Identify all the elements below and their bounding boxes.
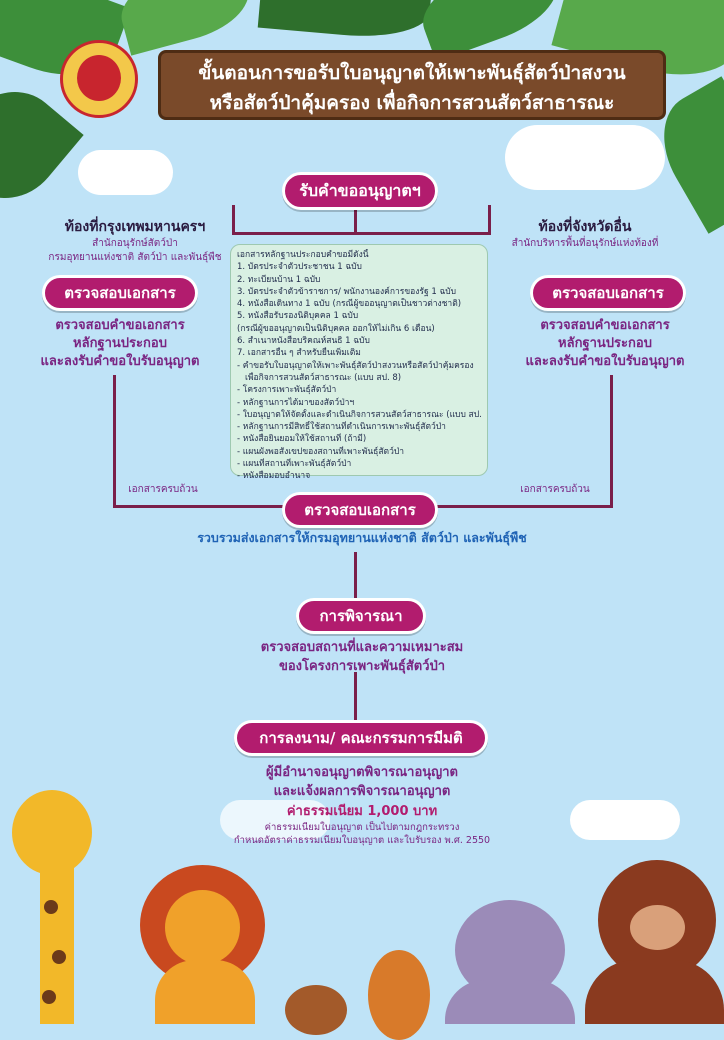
doc-line: - คำขอรับใบอนุญาตให้เพาะพันธุ์สัตว์ป่าสง… (237, 360, 474, 371)
required-documents-box: เอกสารหลักฐานประกอบคำขอมีดังนี้ 1. บัตรป… (230, 244, 488, 481)
cloud-decoration (570, 800, 680, 840)
left-check-desc-1: ตรวจสอบคำขอเอกสาร (55, 318, 185, 333)
left-branch-heading: ท้องที่กรุงเทพมหานครฯ (64, 219, 206, 235)
doc-line: - หนังสือมอบอำนาจ (237, 471, 311, 482)
left-branch-office-2: กรมอุทยานแห่งชาติ สัตว์ป่า และพันธุ์พืช (48, 252, 222, 263)
cloud-decoration (78, 150, 173, 195)
right-branch-office-1: สำนักบริหารพื้นที่อนุรักษ์แห่งท้องที่ (511, 238, 659, 249)
step-sign-desc-2: และแจ้งผลการพิจารณาอนุญาต (273, 784, 451, 799)
step-receive-pill: รับคำขออนุญาตฯ (282, 172, 438, 210)
bear-illustration (630, 905, 685, 950)
left-check-pill: ตรวจสอบเอกสาร (42, 275, 198, 311)
hippo-illustration (445, 980, 575, 1024)
lion-illustration (155, 960, 255, 1024)
raccoon-illustration (285, 985, 347, 1035)
doc-line: - โครงการเพาะพันธุ์สัตว์ป่า (237, 385, 337, 396)
connector-line (354, 552, 357, 600)
connector-line (232, 205, 235, 235)
step-consider-desc-1: ตรวจสอบสถานที่และความเหมาะสม (260, 640, 464, 655)
connector-line (610, 375, 613, 508)
connector-line (488, 205, 491, 235)
fee-note-1: ค่าธรรมเนียมใบอนุญาต เป็นไปตามกฎกระทรวง (264, 822, 460, 833)
right-check-desc-2: หลักฐานประกอบ (558, 336, 652, 351)
giraffe-spot (52, 950, 66, 964)
step-check-desc: รวบรวมส่งเอกสารให้กรมอุทยานแห่งชาติ สัตว… (197, 530, 527, 545)
connector-line (232, 232, 490, 235)
left-check-desc-2: หลักฐานประกอบ (73, 336, 167, 351)
fee-note-2: กำหนดอัตราค่าธรรมเนียมใบอนุญาต และใบรับร… (233, 835, 491, 846)
fee-amount: ค่าธรรมเนียม 1,000 บาท (286, 804, 438, 819)
doc-line: (กรณีผู้ขออนุญาตเป็นนิติบุคคล ออกให้ไม่เ… (237, 323, 435, 334)
doc-line: 7. เอกสารอื่น ๆ สำหรับยื่นเพิ่มเติม (237, 348, 361, 359)
bear-illustration (585, 960, 724, 1024)
step-sign-desc-1: ผู้มีอำนาจอนุญาตพิจารณาอนุญาต (266, 765, 458, 780)
giraffe-spot (44, 900, 58, 914)
doc-line: - หนังสือยินยอมให้ใช้สถานที่ (ถ้ามี) (237, 434, 367, 445)
cloud-decoration (505, 125, 665, 190)
doc-line: 5. หนังสือรับรองนิติบุคคล 1 ฉบับ (237, 311, 359, 322)
doc-line: 1. บัตรประจำตัวประชาชน 1 ฉบับ (237, 262, 362, 273)
step-sign-pill: การลงนาม/ คณะกรรมการมีมติ (234, 720, 488, 756)
department-seal-logo (60, 40, 138, 118)
title-line-2: หรือสัตว์ป่าคุ้มครอง เพื่อกิจการสวนสัตว์… (209, 92, 615, 114)
right-check-desc-1: ตรวจสอบคำขอเอกสาร (540, 318, 670, 333)
doc-line: 2. ทะเบียนบ้าน 1 ฉบับ (237, 274, 321, 285)
step-consider-desc-2: ของโครงการเพาะพันธุ์สัตว์ป่า (278, 659, 446, 674)
meerkat-illustration (368, 950, 430, 1040)
doc-line: เอกสารหลักฐานประกอบคำขอมีดังนี้ (237, 250, 369, 260)
title-board: ขั้นตอนการขอรับใบอนุญาตให้เพาะพันธุ์สัตว… (158, 50, 666, 120)
left-branch-office-1: สำนักอนุรักษ์สัตว์ป่า (92, 238, 178, 249)
right-check-desc-3: และลงรับคำขอใบรับอนุญาต (525, 354, 685, 369)
doc-line: 4. หนังสือเดินทาง 1 ฉบับ (กรณีผู้ขออนุญา… (237, 299, 462, 310)
leaf-decoration (257, 0, 433, 43)
connector-line (354, 205, 357, 235)
right-branch-heading: ท้องที่จังหวัดอื่น (538, 219, 632, 235)
doc-line: - แผนที่สถานที่เพาะพันธุ์สัตว์ป่า (237, 459, 352, 470)
left-check-desc-3: และลงรับคำขอใบรับอนุญาต (40, 354, 200, 369)
doc-line: - หลักฐานการได้มาของสัตว์ป่าฯ (237, 397, 355, 408)
doc-line: 6. สำเนาหนังสือบริคณห์สนธิ 1 ฉบับ (237, 336, 370, 347)
connector-line (354, 672, 357, 720)
left-complete-label: เอกสารครบถ้วน (128, 484, 198, 495)
doc-line: เพื่อกิจการสวนสัตว์สาธารณะ (แบบ สป. 8) (245, 372, 402, 383)
right-complete-label: เอกสารครบถ้วน (520, 484, 590, 495)
connector-line (113, 375, 116, 508)
doc-line: - ใบอนุญาตให้จัดตั้งและดำเนินกิจการสวนสั… (237, 409, 481, 420)
leaf-decoration (113, 0, 257, 56)
doc-line: - แผนผังพอสังเขปของสถานที่เพาะพันธุ์สัตว… (237, 446, 405, 457)
step-check-pill: ตรวจสอบเอกสาร (282, 492, 438, 528)
right-check-pill: ตรวจสอบเอกสาร (530, 275, 686, 311)
cloud-decoration (220, 800, 330, 840)
lion-illustration (165, 890, 240, 965)
giraffe-spot (42, 990, 56, 1004)
doc-line: - หลักฐานการมีสิทธิ์ใช้สถานที่ดำเนินการเ… (237, 422, 446, 433)
step-consider-pill: การพิจารณา (296, 598, 426, 634)
doc-line: 3. บัตรประจำตัวข้าราชการ/ พนักงานองค์การ… (237, 286, 457, 297)
title-line-1: ขั้นตอนการขอรับใบอนุญาตให้เพาะพันธุ์สัตว… (198, 62, 626, 84)
